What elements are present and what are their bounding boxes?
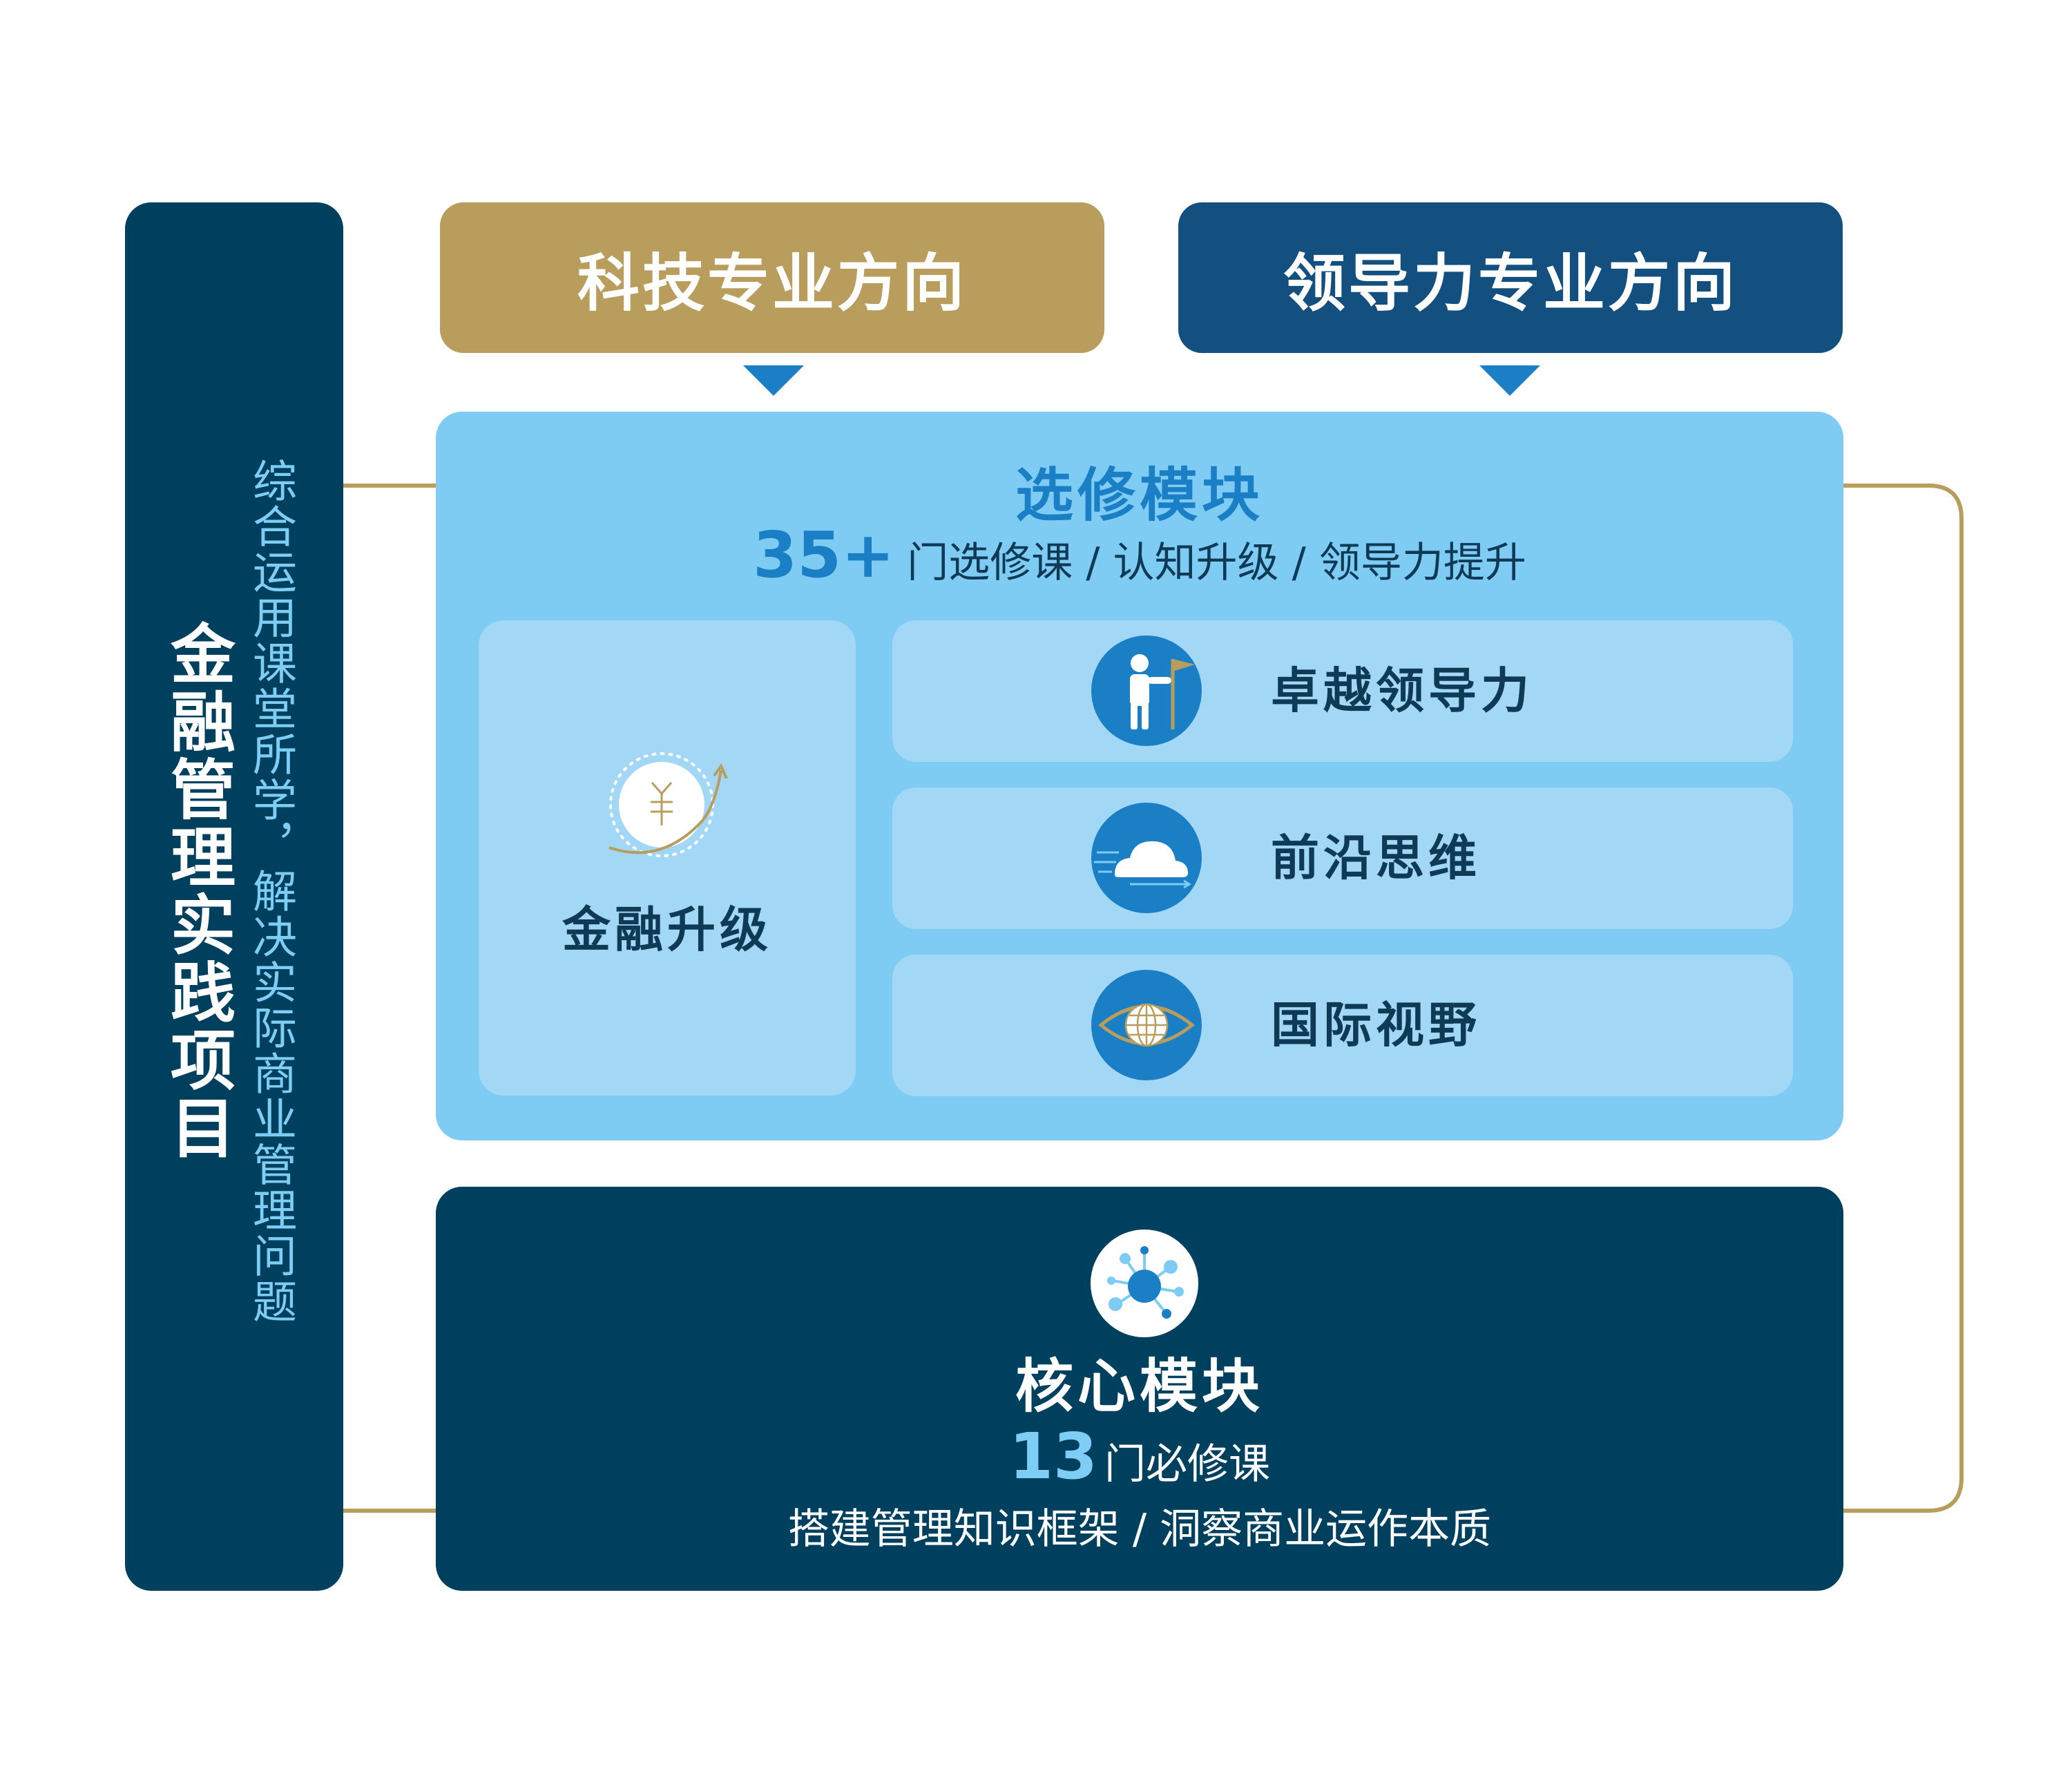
core-count-suffix: 门必修课 [1104,1440,1271,1489]
core-title: 核心模块 [1015,1352,1264,1420]
frontier-thinking-label: 前沿思维 [1271,830,1481,886]
global-vision-card[interactable] [892,955,1793,1096]
arrow-down-icon [743,365,804,396]
elective-title: 选修模块 [1015,461,1264,529]
core-description: 搭建管理知识框架 / 洞察商业运作本质 [787,1505,1492,1554]
leadership-label: 卓越领导力 [1271,662,1533,719]
elective-description: 门选修课 / 认知升级 / 领导力提升 [907,539,1526,587]
person-flag-icon [1091,635,1202,746]
finance-upgrade-card[interactable] [479,620,856,1096]
frontier-thinking-card[interactable] [892,787,1793,929]
network-icon [1091,1230,1198,1337]
tech-direction-button[interactable]: 科技专业方向 [440,202,1104,353]
finance-upgrade-label: 金融升级 [562,901,772,958]
yuan-growth-icon [608,752,728,857]
program-subtitle: 综合运用课堂所学，解决实际商业管理问题 [245,458,296,1324]
leadership-card[interactable] [892,620,1793,762]
cloud-icon [1091,803,1202,913]
program-title: 金融管理实践项目 [160,620,235,1162]
global-vision-label: 国际视野 [1271,997,1481,1053]
arrow-down-icon [1479,365,1540,396]
globe-eye-icon [1091,970,1202,1080]
program-bar [125,202,343,1591]
leadership-direction-button[interactable]: 领导力专业方向 [1178,202,1843,353]
elective-summary: 35+门选修课 / 认知升级 / 领导力提升 [436,518,1843,592]
core-count: 13 [1008,1419,1098,1493]
elective-count: 35+ [753,518,895,592]
